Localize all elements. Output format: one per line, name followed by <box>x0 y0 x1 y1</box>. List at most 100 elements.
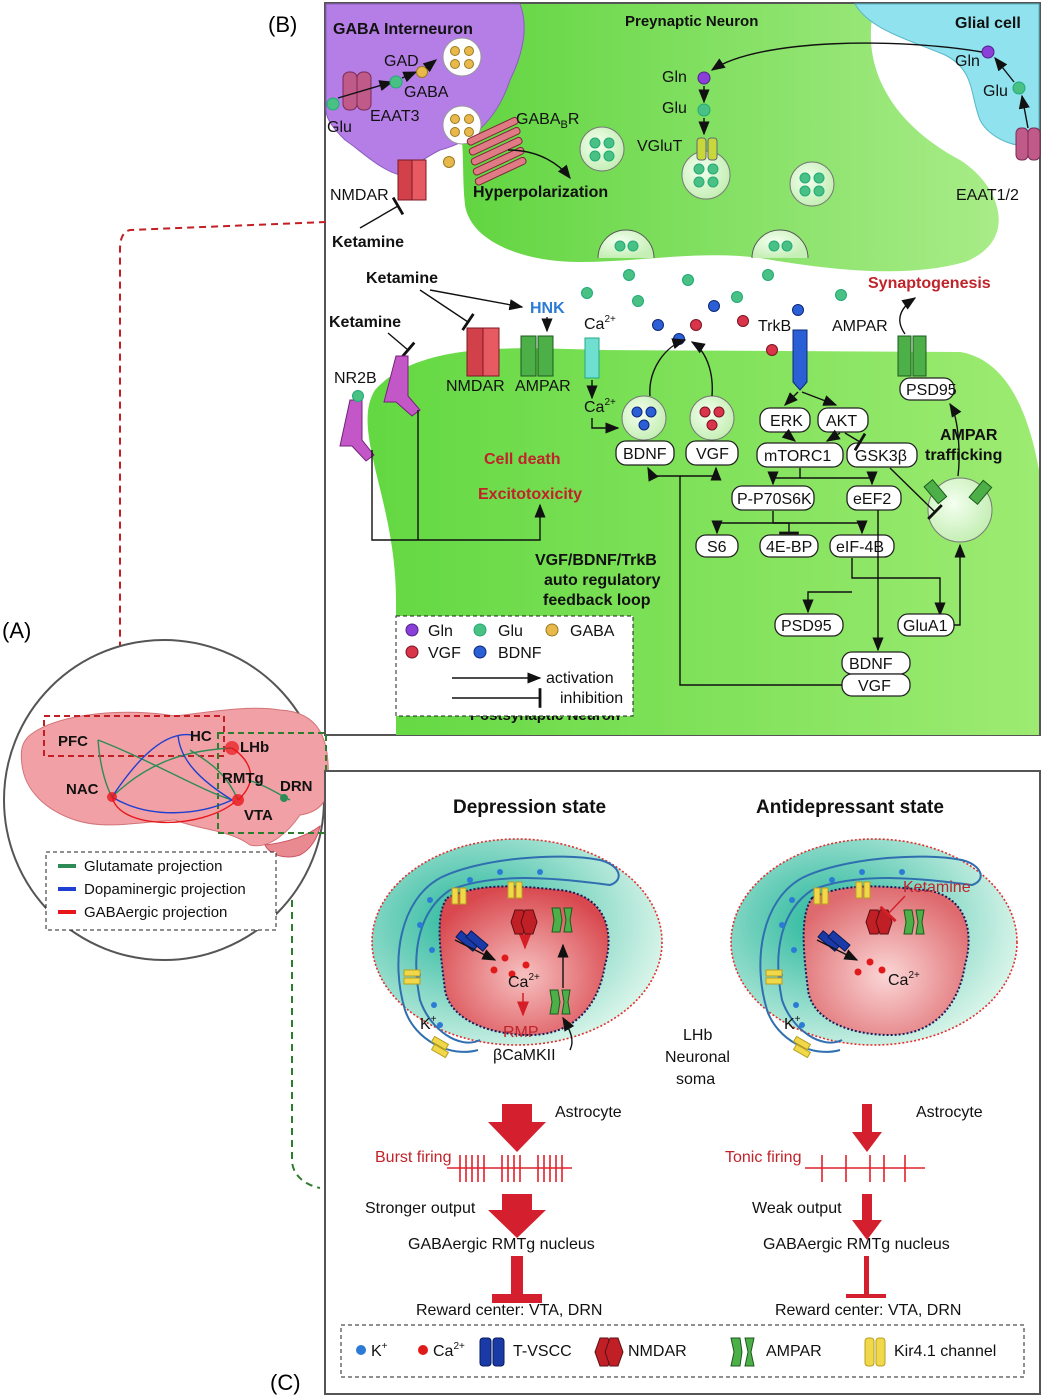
depression-title: Depression state <box>453 797 606 818</box>
presynaptic-neuron <box>440 4 999 272</box>
glua1-label: GluA1 <box>903 618 948 635</box>
vta-label: VTA <box>244 807 273 824</box>
gabab-receptor <box>466 116 527 186</box>
nr2b-label: NR2B <box>334 370 377 387</box>
ketamine-c-label: Ketamine <box>903 879 971 896</box>
glial-label: Glial cell <box>955 15 1021 32</box>
lhb-soma-2: Neuronal <box>665 1049 730 1066</box>
svg-text:GABA: GABA <box>570 623 615 640</box>
psd95-low-label: PSD95 <box>781 618 832 635</box>
rmp-label: RMP <box>503 1024 539 1041</box>
vglut-label: VGluT <box>637 138 683 155</box>
p70-label: P-P70S6K <box>737 491 812 508</box>
svg-text:inhibition: inhibition <box>560 690 623 707</box>
big-arrow-left-1 <box>488 1104 546 1152</box>
ca-right-label: Ca2+ <box>888 970 920 989</box>
burst-trace <box>447 1155 572 1182</box>
ca-channel <box>584 337 600 379</box>
erk-label: ERK <box>770 413 803 430</box>
gaba-interneuron-label: GABA Interneuron <box>333 21 473 38</box>
ca-top-label: Ca2+ <box>584 314 616 333</box>
bdnf-low-label: BDNF <box>849 656 893 673</box>
panel-label-b: (B) <box>268 12 297 37</box>
astrocyte-left-label: Astrocyte <box>555 1104 622 1121</box>
legend-k: K+ <box>371 1341 388 1360</box>
nmdar-top-label: NMDAR <box>330 187 389 204</box>
glu-glial-label: Glu <box>983 83 1008 100</box>
bcamkii-label: βCaMKII <box>493 1047 556 1064</box>
legend-ampar: AMPAR <box>766 1343 822 1360</box>
psd95-top-box <box>899 377 955 401</box>
eaat3-transporter <box>342 71 358 111</box>
ketamine-1-label: Ketamine <box>366 270 438 287</box>
glial-cell <box>854 3 1040 147</box>
panel-a: PFC HC LHb NAC RMTg DRN VTA Glutamate pr… <box>3 639 329 961</box>
loop-label-3: feedback loop <box>543 592 651 609</box>
gln-glial-label: Gln <box>955 53 980 70</box>
antidepressant-title: Antidepressant state <box>756 797 944 818</box>
legend-glutamate: Glutamate projection <box>84 858 222 875</box>
svg-text:BDNF: BDNF <box>498 645 542 662</box>
connector-lhb <box>291 900 321 1189</box>
akt-label: AKT <box>826 413 857 430</box>
weak-output-label: Weak output <box>752 1200 842 1217</box>
ampar-right <box>897 335 927 377</box>
ampar-trafficking-2: trafficking <box>925 447 1002 464</box>
hc-label: HC <box>190 728 212 745</box>
panel-b-legend: Gln Glu GABA VGF BDNF activation inhibit… <box>395 615 634 717</box>
vgf-box <box>685 440 739 466</box>
gaba-vesicle <box>442 37 482 77</box>
panel-label-c: (C) <box>270 1370 301 1395</box>
gaba-label: GABA <box>404 84 449 101</box>
k-right-label: K+ <box>784 1014 801 1033</box>
eaat12-transporter <box>1015 127 1029 161</box>
lhb-label: LHb <box>240 739 269 756</box>
big-arrow-left-2 <box>488 1194 546 1238</box>
svg-text:Glu: Glu <box>498 623 523 640</box>
ampar-post <box>520 335 554 377</box>
inhibition-bar-left <box>492 1294 542 1303</box>
rmtg-nucleus-right: GABAergic RMTg nucleus <box>763 1236 950 1253</box>
eif4b-label: eIF-4B <box>836 539 884 556</box>
panel-a-legend <box>45 851 277 931</box>
ca-left-label: Ca2+ <box>508 972 540 991</box>
excitotoxicity-label: Excitotoxicity <box>478 486 582 503</box>
trkb-label: TrkB <box>758 318 791 335</box>
nmdar-post <box>466 327 500 377</box>
presynaptic-label: Preynaptic Neuron <box>625 13 758 30</box>
soma-right <box>802 885 970 1037</box>
bdnf-label: BDNF <box>623 446 667 463</box>
small-arrow-right-1 <box>852 1104 882 1152</box>
legend-ca: Ca2+ <box>433 1341 465 1360</box>
soma-left <box>438 885 610 1037</box>
cell-death-label: Cell death <box>484 451 560 468</box>
tonic-firing-label: Tonic firing <box>725 1149 801 1166</box>
vgf-low-label: VGF <box>858 678 891 695</box>
rmtg-nucleus-left: GABAergic RMTg nucleus <box>408 1236 595 1253</box>
panel-c-legend: K+ Ca2+ T-VSCC NMDAR AMPAR Kir4.1 channe… <box>340 1324 1025 1378</box>
reward-left: Reward center: VTA, DRN <box>416 1302 602 1319</box>
4ebp-label: 4E-BP <box>766 539 812 556</box>
ampar-trafficking-1: AMPAR <box>940 427 998 444</box>
astrocyte-right-label: Astrocyte <box>916 1104 983 1121</box>
loop-label-1: VGF/BDNF/TrkB <box>535 552 657 569</box>
gsk3b-label: GSK3β <box>855 448 907 465</box>
gad-label: GAD <box>384 53 419 70</box>
psd95-top-label: PSD95 <box>906 382 957 399</box>
loop-label-2: auto regulatory <box>544 572 661 589</box>
nmdar-interneuron <box>397 159 427 201</box>
ampar-post-label: AMPAR <box>515 378 571 395</box>
rmtg-label: RMTg <box>222 770 264 787</box>
svg-text:VGF: VGF <box>428 645 461 662</box>
pfc-label: PFC <box>58 733 88 750</box>
nmdar-post-label: NMDAR <box>446 378 505 395</box>
legend-tvscc: T-VSCC <box>513 1343 572 1360</box>
drn-label: DRN <box>280 778 313 795</box>
lhb-soma-3: soma <box>676 1071 715 1088</box>
lhb-box <box>217 732 327 834</box>
stronger-output-label: Stronger output <box>365 1200 476 1217</box>
hyperpolarization-label: Hyperpolarization <box>473 184 608 201</box>
legend-dopaminergic: Dopaminergic projection <box>84 881 246 898</box>
synaptogenesis-label: Synaptogenesis <box>868 275 991 292</box>
